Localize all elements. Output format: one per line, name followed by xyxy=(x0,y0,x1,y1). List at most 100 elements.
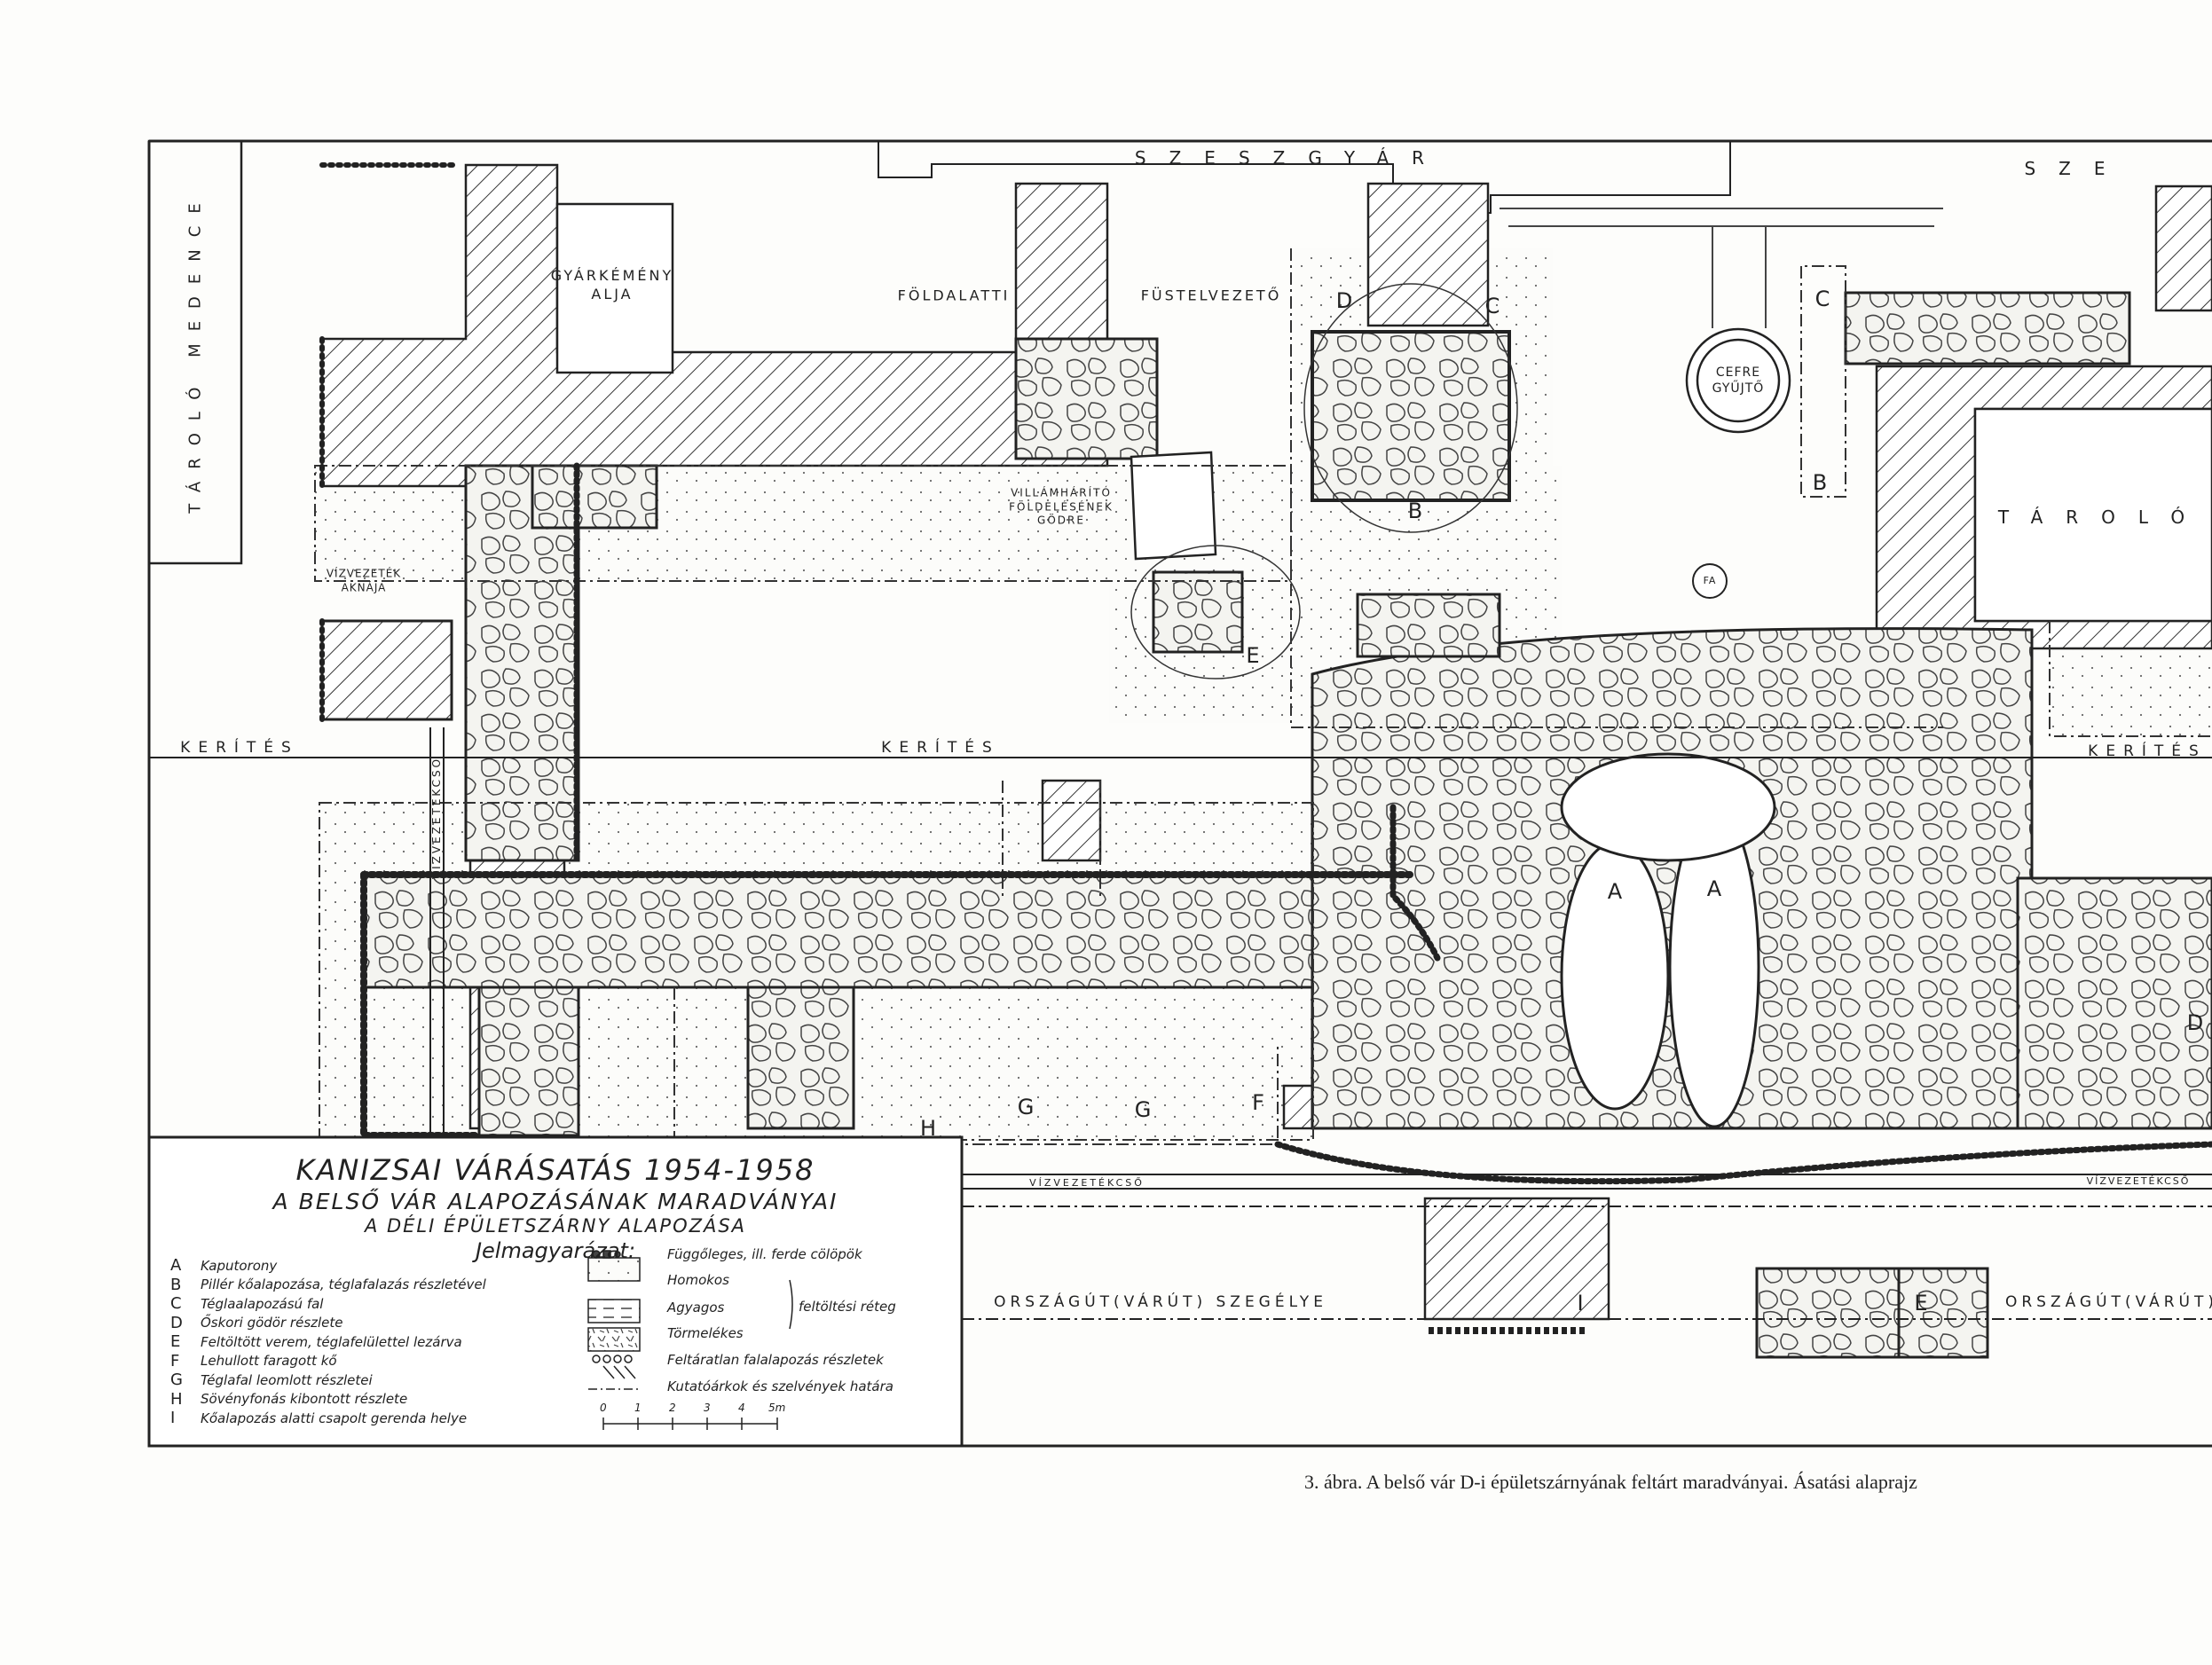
area-letter-d: D xyxy=(2186,1010,2204,1035)
label-gyarkemeny-1: GYÁRKÉMÉNY xyxy=(550,267,674,285)
legend-key: I Kőalapozás alatti csapolt gerenda helye xyxy=(170,1409,486,1428)
legend-key-letter: I xyxy=(170,1409,176,1428)
legend-key: G Téglafal leomlott részletei xyxy=(170,1370,486,1390)
label-vizvezetekcso-middle: VÍZVEZETÉKCSŐ xyxy=(1029,1176,1145,1189)
legend: KANIZSAI VÁRÁSATÁS 1954-1958 A BELSŐ VÁR… xyxy=(151,1139,960,1444)
fa-tree-marker xyxy=(1692,563,1728,599)
scale-tick: 5m xyxy=(768,1402,786,1414)
legend-key: D Őskori gödör részlete xyxy=(170,1314,486,1333)
legend-key-text: Pillér kőalapozása, téglafalazás részlet… xyxy=(201,1276,486,1293)
label-tarolo-medence: TÁROLÓ MEDENCE xyxy=(185,191,205,514)
legend-sandy: Homokos xyxy=(667,1272,729,1288)
stone-foundations xyxy=(320,291,2212,1359)
label-vizvezetekcso-right: VÍZVEZETÉKCSŐ xyxy=(2086,1174,2191,1187)
legend-key-text: Feltöltött verem, téglafelülettel lezárv… xyxy=(201,1333,462,1350)
legend-unexcavated: Feltáratlan falalapozás részletek xyxy=(667,1352,884,1368)
label-tarolo: TÁROLÓ xyxy=(1997,507,2208,528)
label-cefre-2: GYŰJTŐ xyxy=(1712,381,1765,396)
cefre-gyujto-tank xyxy=(1685,327,1791,434)
legend-key-letter: G xyxy=(170,1370,183,1390)
label-fa: FA xyxy=(1703,574,1717,586)
legend-key-text: Kőalapozás alatti csapolt gerenda helye xyxy=(201,1410,468,1426)
legend-title: KANIZSAI VÁRÁSATÁS 1954-1958 xyxy=(295,1153,815,1187)
scale-tick: 2 xyxy=(669,1402,676,1414)
area-letter-f: F xyxy=(1252,1090,1264,1115)
label-szeszgyar: SZESZGYÁR xyxy=(1134,147,1448,169)
trench-borders xyxy=(314,248,2212,1145)
label-vizvezetek-akna-2: AKNÁJA xyxy=(341,581,387,593)
legend-key-letter: D xyxy=(170,1313,183,1332)
legend-key-text: Kaputorony xyxy=(201,1257,278,1274)
area-letter-g: G xyxy=(1134,1097,1152,1122)
scale-tick: 4 xyxy=(738,1402,745,1414)
label-gyarkemeny-2: ALJA xyxy=(591,286,634,302)
legend-key: B Pillér kőalapozása, téglafalazás részle… xyxy=(170,1276,486,1295)
legend-fill-layer: feltöltési réteg xyxy=(799,1299,896,1315)
legend-key-letter: C xyxy=(170,1294,182,1314)
area-letter-c: C xyxy=(1484,294,1500,318)
legend-key: H Sövényfonás kibontott részlete xyxy=(170,1390,486,1410)
chimney-base-outline xyxy=(555,202,2212,623)
legend-subtitle-2: A DÉLI ÉPÜLETSZÁRNY ALAPOZÁSA xyxy=(364,1215,747,1237)
legend-trench-border: Kutatóárkok és szelvények határa xyxy=(667,1378,893,1394)
legend-key-letter: A xyxy=(170,1256,182,1276)
label-orszagut-left: ORSZÁGÚT(VÁRÚT) SZEGÉLYE xyxy=(994,1292,1327,1311)
legend-key-letter: F xyxy=(170,1351,180,1370)
legend-key-letter: B xyxy=(170,1275,182,1294)
legend-subtitle: A BELSŐ VÁR ALAPOZÁSÁNAK MARADVÁNYAI xyxy=(272,1189,838,1214)
legend-rubble: Törmelékes xyxy=(667,1325,744,1341)
area-letter-b: B xyxy=(1407,499,1423,523)
label-szeszgyar-right: SZE xyxy=(2024,158,2129,179)
label-kerites-middle: KERÍTÉS xyxy=(881,738,1000,757)
area-letter-c: C xyxy=(1814,287,1830,311)
legend-key-list: A Kaputorony B Pillér kőalapozása, téglafa… xyxy=(170,1256,486,1428)
label-foldalatti: FÖLDALATTI xyxy=(897,287,1011,304)
scale-tick: 0 xyxy=(600,1402,607,1414)
label-cefre-1: CEFRE xyxy=(1715,365,1761,380)
legend-swatches xyxy=(587,1250,793,1430)
legend-key-text: Téglaalapozású fal xyxy=(201,1295,324,1312)
legend-heading: Jelmagyarázat: xyxy=(475,1238,636,1263)
legend-key-text: Őskori gödör részlete xyxy=(201,1315,343,1331)
legend-key-text: Sövényfonás kibontott részlete xyxy=(201,1391,408,1408)
area-letter-a: A xyxy=(1607,879,1623,904)
legend-key: A Kaputorony xyxy=(170,1256,486,1276)
area-letter-e: E xyxy=(1914,1291,1928,1316)
label-villam-3: GÖDRE xyxy=(1037,514,1085,527)
figure-caption: 3. ábra. A belső vár D-i épületszárnyána… xyxy=(1304,1471,1917,1493)
legend-posts: Függőleges, ill. ferde cölöpök xyxy=(667,1246,862,1262)
area-letter-b: B xyxy=(1812,470,1828,495)
label-orszagut-right: ORSZÁGÚT(VÁRÚT) xyxy=(2004,1292,2212,1311)
boundary-lines xyxy=(149,727,2212,1320)
legend-key-text: Lehullott faragott kő xyxy=(201,1353,337,1370)
legend-box xyxy=(147,1135,964,1448)
label-fustelvezeto: FÜSTELVEZETŐ xyxy=(1140,287,1282,304)
posts xyxy=(319,162,2212,1334)
label-vizvezetekcso-vertical: VÍZVEZETÉKCSŐ xyxy=(430,756,443,880)
label-kerites-right: KERÍTÉS xyxy=(2088,742,2207,760)
area-letter-a: A xyxy=(1706,876,1722,901)
area-letter-d: D xyxy=(1335,288,1353,313)
area-letter-i: I xyxy=(1577,1291,1584,1316)
area-letter-e: E xyxy=(1246,643,1260,668)
label-kerites-left: KERÍTÉS xyxy=(180,738,299,757)
label-vizvezetek-akna-1: VÍZVEZETÉK xyxy=(326,567,402,580)
scale-tick: 1 xyxy=(634,1402,642,1414)
legend-key: F Lehullott faragott kő xyxy=(170,1352,486,1371)
legend-key-text: Téglafal leomlott részletei xyxy=(201,1371,373,1388)
legend-key-letter: E xyxy=(170,1332,181,1352)
legend-key: C Téglaalapozású fal xyxy=(170,1294,486,1314)
legend-key: E Feltöltött verem, téglafelülettel lezár… xyxy=(170,1332,486,1352)
legend-key-letter: H xyxy=(170,1389,183,1409)
label-villam-1: VILLÁMHÁRÍTÓ xyxy=(1011,486,1112,499)
label-villam-2: FÖLDELÉSÉNEK xyxy=(1009,500,1114,514)
pit-outline-b xyxy=(1303,283,1518,533)
area-letter-g: G xyxy=(1017,1095,1035,1119)
area-letter-h: H xyxy=(919,1116,937,1141)
pit-outline-e xyxy=(1130,545,1301,679)
